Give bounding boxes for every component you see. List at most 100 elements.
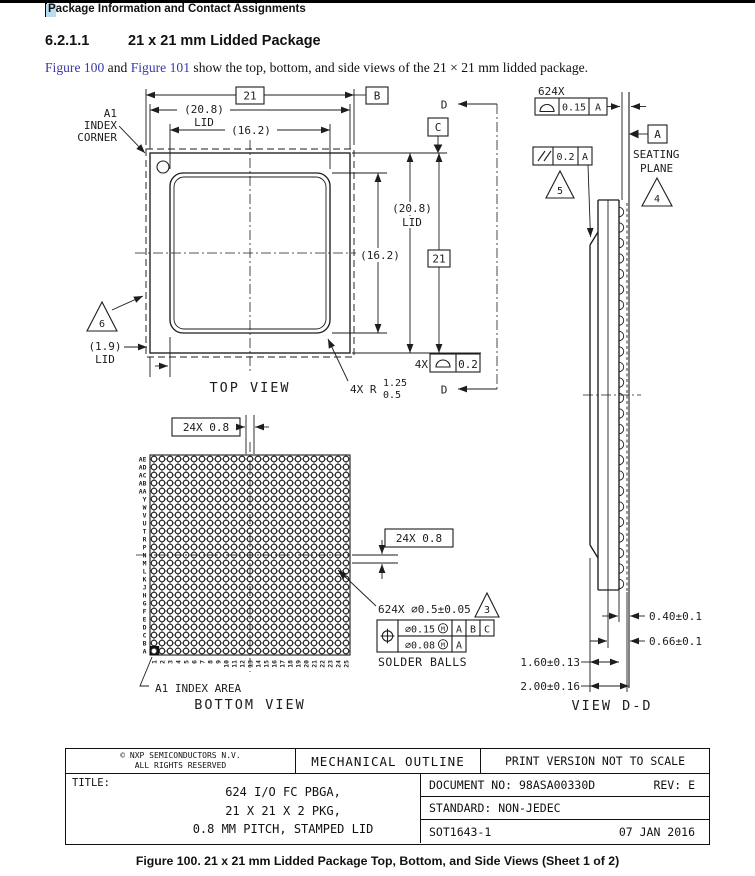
- side-ball: [618, 563, 625, 574]
- datum-c-arrow: [433, 144, 443, 153]
- grid-row-label: W: [143, 504, 147, 512]
- fcf-tol2: ∅0.08: [405, 641, 435, 652]
- side-view-solder-balls: [618, 206, 625, 590]
- svg-text:5: 5: [557, 186, 563, 197]
- dim-lid-margin-suffix: LID: [95, 353, 115, 366]
- side-ball: [618, 578, 625, 590]
- grid-row-label: G: [143, 600, 147, 608]
- scale-note: PRINT VERSION NOT TO SCALE: [504, 754, 685, 768]
- grid-col-label: 5: [183, 660, 191, 664]
- pitch-note-top: 24X 0.8: [183, 421, 229, 434]
- document-number: DOCUMENT NO: 98ASA00330D: [429, 778, 596, 792]
- side-ball: [618, 485, 625, 497]
- title-line-1: 624 I/O FC PBGA,: [225, 785, 341, 799]
- solder-balls-label: SOLDER BALLS: [378, 655, 467, 669]
- svg-text:6: 6: [99, 319, 105, 330]
- grid-col-label: 20: [303, 660, 311, 668]
- side-ball: [618, 222, 625, 233]
- grid-col-label: 8: [207, 660, 215, 664]
- flatness-value: 0.2: [458, 358, 478, 371]
- dim-21-width-box: [235, 86, 265, 105]
- grid-row-label: A: [143, 648, 147, 656]
- grid-row-label: J: [143, 584, 147, 592]
- grid-row-label: AB: [139, 480, 147, 488]
- side-ball: [618, 253, 625, 264]
- dim-lid-height-suffix: LID: [402, 216, 422, 229]
- dim-standoff: 0.40±0.1: [649, 610, 702, 623]
- intro-text-2: show the top, bottom, and side views of …: [190, 60, 589, 75]
- side-ball: [618, 206, 625, 218]
- grid-col-label: 15: [263, 660, 271, 668]
- title-line-2: 21 X 21 X 2 PKG,: [225, 803, 341, 818]
- section-line-dd: [458, 100, 498, 393]
- side-ball: [618, 470, 625, 481]
- figure-101-link[interactable]: Figure 101: [130, 60, 190, 75]
- parallel-datum: A: [582, 152, 588, 163]
- crown-datum: A: [595, 103, 601, 114]
- package-code: SOT1643-1: [429, 824, 492, 839]
- section-title: 21 x 21 mm Lidded Package: [128, 33, 321, 49]
- side-ball: [618, 439, 625, 450]
- a1-index-leader: [139, 656, 153, 687]
- title-line-3: 0.8 MM PITCH, STAMPED LID: [192, 822, 374, 837]
- svg-text:A: A: [654, 128, 661, 141]
- top-view-extension-lines: [145, 89, 481, 377]
- title-label: TITLE:: [72, 777, 110, 789]
- dim-lid-width-suffix: LID: [194, 116, 214, 129]
- intro-paragraph: Figure 100 and Figure 101 show the top, …: [45, 60, 588, 76]
- grid-row-label: V: [143, 512, 147, 520]
- side-ball: [618, 361, 625, 373]
- a1-corner-note-3: CORNER: [77, 131, 117, 144]
- grid-row-label: AC: [139, 472, 147, 480]
- fcf-tol1: ∅0.15: [405, 625, 435, 636]
- note-flag-5: 5: [545, 169, 575, 199]
- copyright-line-1: © NXP SEMICONDUCTORS N.V.: [120, 751, 241, 760]
- intro-text-1: and: [104, 60, 131, 75]
- side-ball: [618, 330, 625, 342]
- grid-col-label: 14: [255, 660, 263, 668]
- crown-tolerance-frame: 624X 0.15 A: [534, 85, 646, 116]
- grid-col-label: 7: [199, 660, 207, 664]
- side-ball: [618, 408, 625, 419]
- flatness-qty: 4X: [415, 358, 429, 371]
- grid-row-label: D: [143, 624, 147, 632]
- side-ball: [618, 501, 625, 512]
- page-top-rule: [0, 0, 755, 3]
- fcf-datum-c: C: [484, 625, 490, 636]
- grid-col-label: 17: [279, 660, 287, 668]
- grid-row-label: R: [143, 536, 147, 544]
- grid-col-label: 24: [335, 660, 343, 668]
- grid-col-label: 21: [311, 660, 319, 668]
- selection-highlight: [46, 4, 56, 17]
- grid-col-label: 10: [223, 660, 231, 668]
- parallel-symbol: [537, 150, 552, 162]
- datum-c-label: C: [435, 121, 442, 134]
- title-block: © NXP SEMICONDUCTORS N.V. ALL RIGHTS RES…: [65, 748, 710, 845]
- grid-col-label: 13: [247, 660, 255, 668]
- grid-col-label: 4: [175, 660, 183, 664]
- note-flag-4: 4: [641, 176, 673, 207]
- position-fcf: ∅0.15 M A B C ∅0.08 M A: [376, 619, 495, 653]
- datum-a: A: [629, 124, 668, 144]
- figure-100-link[interactable]: Figure 100: [45, 60, 105, 75]
- top-view-outline: [135, 140, 375, 372]
- a1-corner-note-2: INDEX: [84, 119, 117, 132]
- position-symbol: [380, 628, 395, 644]
- dim-21-width: 21: [243, 90, 256, 103]
- side-ball: [618, 377, 625, 388]
- grid-row-label: N: [143, 552, 147, 560]
- title-cell: TITLE: 624 I/O FC PBGA, 21 X 21 X 2 PKG,…: [66, 774, 421, 843]
- revision: REV: E: [653, 778, 695, 792]
- crown-symbol: [539, 103, 555, 113]
- grid-row-label: AA: [139, 488, 147, 496]
- crown-tolerance: 0.15: [562, 103, 586, 114]
- side-ball: [618, 237, 625, 249]
- pitch-note-side: 24X 0.8: [396, 532, 442, 545]
- grid-col-label: 1: [151, 660, 159, 664]
- grid-row-label: E: [143, 616, 147, 624]
- grid-col-label: 16: [271, 660, 279, 668]
- grid-col-label: 22: [319, 660, 327, 668]
- figure-caption: Figure 100. 21 x 21 mm Lidded Package To…: [135, 854, 620, 868]
